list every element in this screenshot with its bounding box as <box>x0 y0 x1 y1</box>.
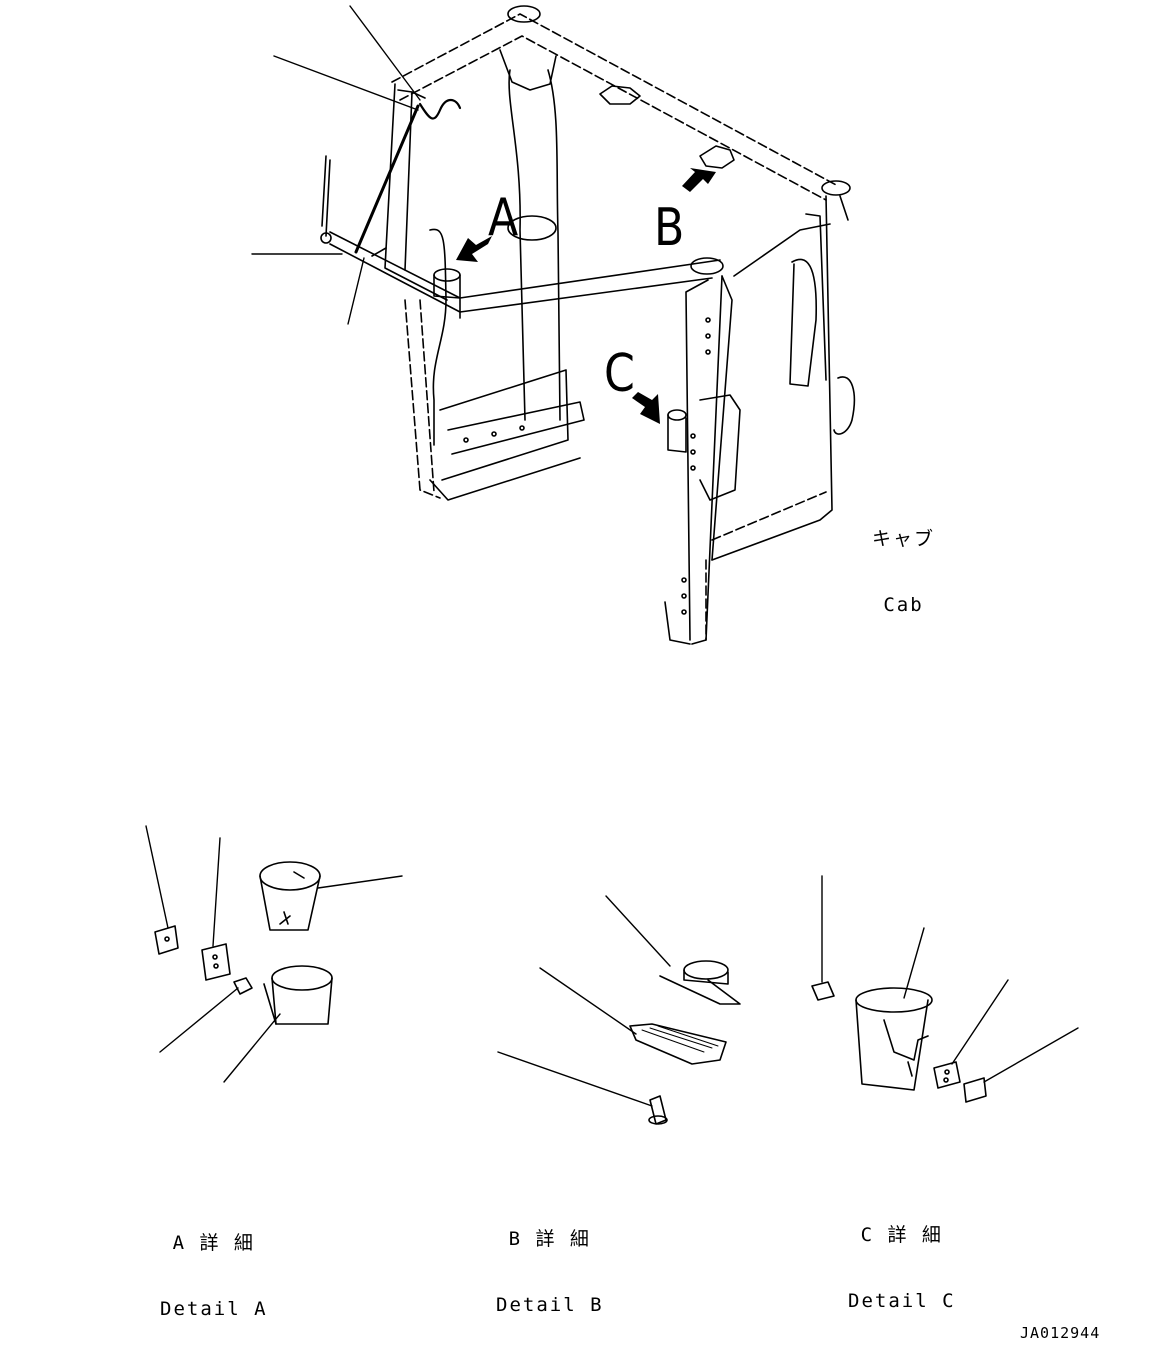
detail-a-parts <box>145 825 403 1083</box>
detail-b-caption-jp: B 詳 細 <box>508 1228 591 1250</box>
view-label-b: B <box>654 198 685 258</box>
view-label-c: C <box>604 344 635 404</box>
detail-a-caption-en: Detail A <box>160 1298 268 1320</box>
detail-c-caption: C 詳 細 Detail C <box>848 1180 956 1334</box>
stay-rod <box>320 98 462 257</box>
cab-leader-lines <box>251 5 421 325</box>
cab-label: キャブ Cab <box>872 484 935 638</box>
detail-b-parts <box>497 895 741 1125</box>
detail-b-caption: B 詳 細 Detail B <box>496 1184 604 1338</box>
view-label-a: A <box>488 188 519 248</box>
cab-label-en: Cab <box>883 594 924 616</box>
detail-b-caption-en: Detail B <box>496 1294 604 1316</box>
cab-label-jp: キャブ <box>872 528 936 550</box>
detail-c-caption-jp: C 詳 細 <box>860 1224 943 1246</box>
detail-a-caption: A 詳 細 Detail A <box>160 1188 268 1342</box>
arrow-a-icon <box>456 236 492 262</box>
arrow-c-icon <box>632 392 660 424</box>
view-arrows <box>456 168 716 424</box>
detail-a-caption-jp: A 詳 細 <box>172 1232 255 1254</box>
detail-c-parts <box>811 875 1079 1103</box>
detail-c-caption-en: Detail C <box>848 1290 956 1312</box>
cab-frame <box>329 5 856 645</box>
drawing-id: JA012944 <box>1020 1324 1101 1342</box>
arrow-b-icon <box>682 168 716 192</box>
